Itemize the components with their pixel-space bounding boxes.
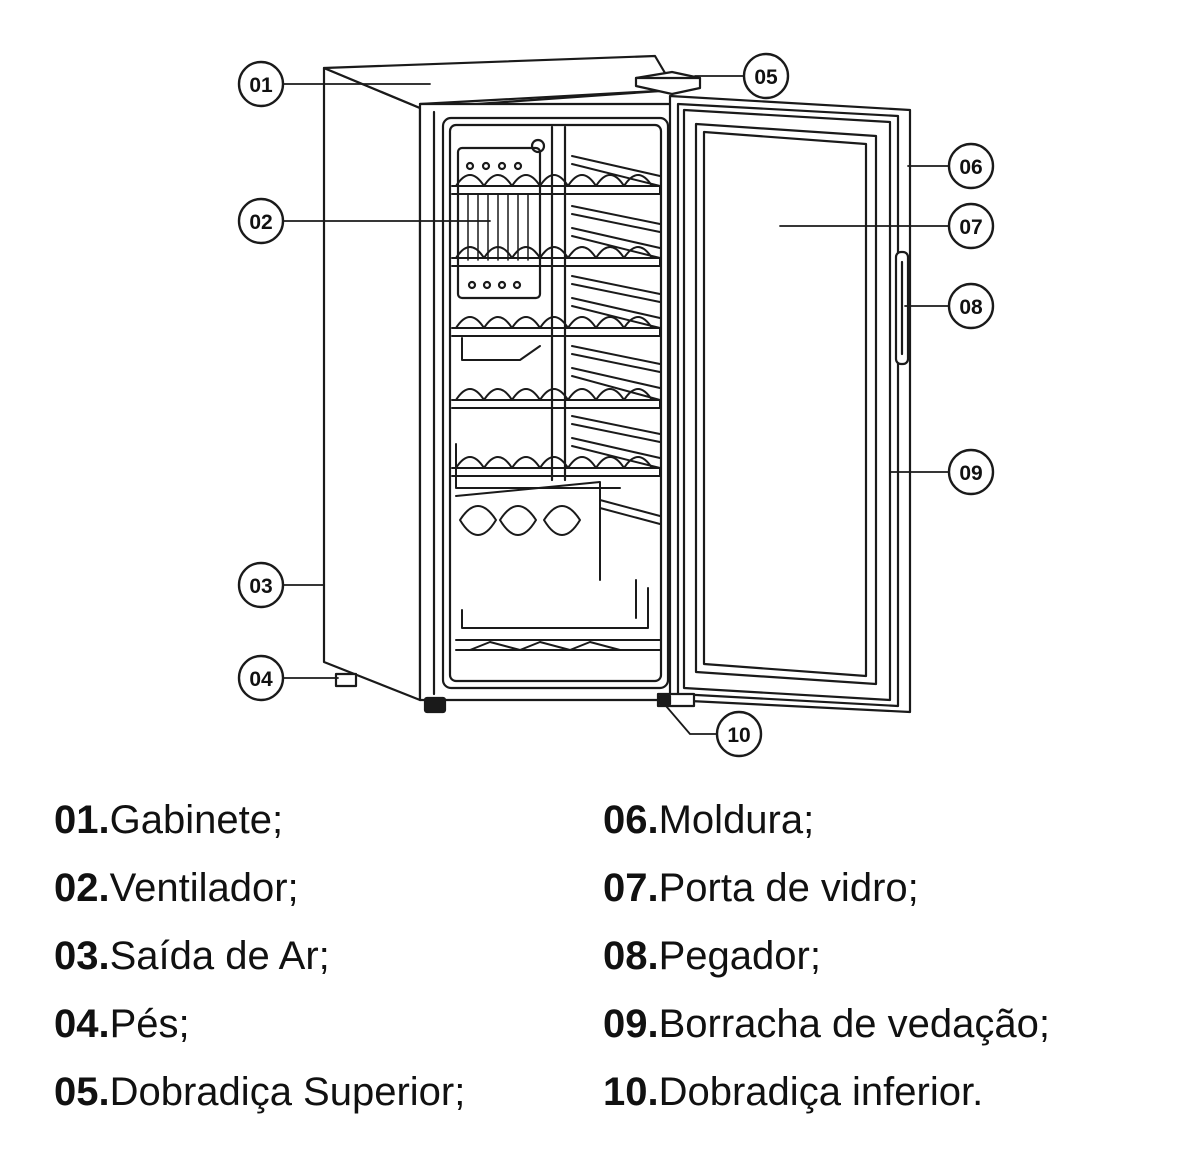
bottom-hinge xyxy=(656,692,696,708)
callout-07: 07 xyxy=(947,202,995,250)
svg-text:07: 07 xyxy=(959,216,982,239)
svg-text:04: 04 xyxy=(249,668,273,691)
callout-06: 06 xyxy=(947,142,995,190)
legend-label: Borracha de vedação; xyxy=(658,1002,1050,1046)
svg-text:02: 02 xyxy=(249,211,272,234)
legend-item-07: 07.Porta de vidro; xyxy=(603,854,1200,922)
callout-08: 08 xyxy=(947,282,995,330)
svg-text:10: 10 xyxy=(727,724,750,747)
callout-04: 04 xyxy=(237,654,285,702)
legend-number: 02. xyxy=(54,866,110,910)
svg-text:08: 08 xyxy=(959,296,983,319)
callout-10: 10 xyxy=(715,710,763,758)
legend-number: 03. xyxy=(54,934,110,978)
legend-label: Gabinete; xyxy=(109,798,284,842)
svg-text:05: 05 xyxy=(754,66,778,89)
wine-racks xyxy=(451,155,661,651)
legend-label: Pegador; xyxy=(658,934,821,978)
legend-label: Dobradiça Superior; xyxy=(109,1070,466,1114)
legend-left-column: 01.Gabinete; 02.Ventilador; 03.Saída de … xyxy=(54,786,654,1126)
legend-number: 05. xyxy=(54,1070,110,1114)
callout-02: 02 xyxy=(237,197,285,245)
legend-item-05: 05.Dobradiça Superior; xyxy=(54,1058,654,1126)
door xyxy=(668,94,912,714)
legend-item-03: 03.Saída de Ar; xyxy=(54,922,654,990)
legend-number: 07. xyxy=(603,866,659,910)
legend-label: Ventilador; xyxy=(109,866,299,910)
svg-text:09: 09 xyxy=(959,462,982,485)
legend-item-01: 01.Gabinete; xyxy=(54,786,654,854)
legend-label: Porta de vidro; xyxy=(658,866,919,910)
legend-label: Moldura; xyxy=(658,798,815,842)
legend-label: Saída de Ar; xyxy=(109,934,330,978)
cabinet-interior xyxy=(441,116,670,690)
legend-number: 01. xyxy=(54,798,110,842)
wine-cooler-diagram: 01 02 03 04 05 06 07 08 09 10 xyxy=(237,52,995,758)
legend-right-column: 06.Moldura; 07.Porta de vidro; 08.Pegado… xyxy=(603,786,1200,1126)
callout-09: 09 xyxy=(947,448,995,496)
legend-number: 08. xyxy=(603,934,659,978)
legend-item-08: 08.Pegador; xyxy=(603,922,1200,990)
callout-01: 01 xyxy=(237,60,285,108)
leader-lines xyxy=(283,75,949,735)
legend-label: Dobradiça inferior. xyxy=(658,1070,984,1114)
legend-number: 09. xyxy=(603,1002,659,1046)
cabinet xyxy=(322,54,677,702)
svg-text:01: 01 xyxy=(249,74,273,97)
legend-number: 10. xyxy=(603,1070,659,1114)
callout-05: 05 xyxy=(742,52,790,100)
svg-text:03: 03 xyxy=(249,575,272,598)
svg-text:06: 06 xyxy=(959,156,982,179)
legend-item-02: 02.Ventilador; xyxy=(54,854,654,922)
fan-panel xyxy=(456,138,546,300)
legend-item-10: 10.Dobradiça inferior. xyxy=(603,1058,1200,1126)
callout-03: 03 xyxy=(237,561,285,609)
legend-item-09: 09.Borracha de vedação; xyxy=(603,990,1200,1058)
legend-item-06: 06.Moldura; xyxy=(603,786,1200,854)
legend-item-04: 04.Pés; xyxy=(54,990,654,1058)
legend-number: 04. xyxy=(54,1002,110,1046)
top-hinge xyxy=(634,70,702,96)
legend-label: Pés; xyxy=(109,1002,190,1046)
legend-number: 06. xyxy=(603,798,659,842)
feet xyxy=(334,672,447,714)
